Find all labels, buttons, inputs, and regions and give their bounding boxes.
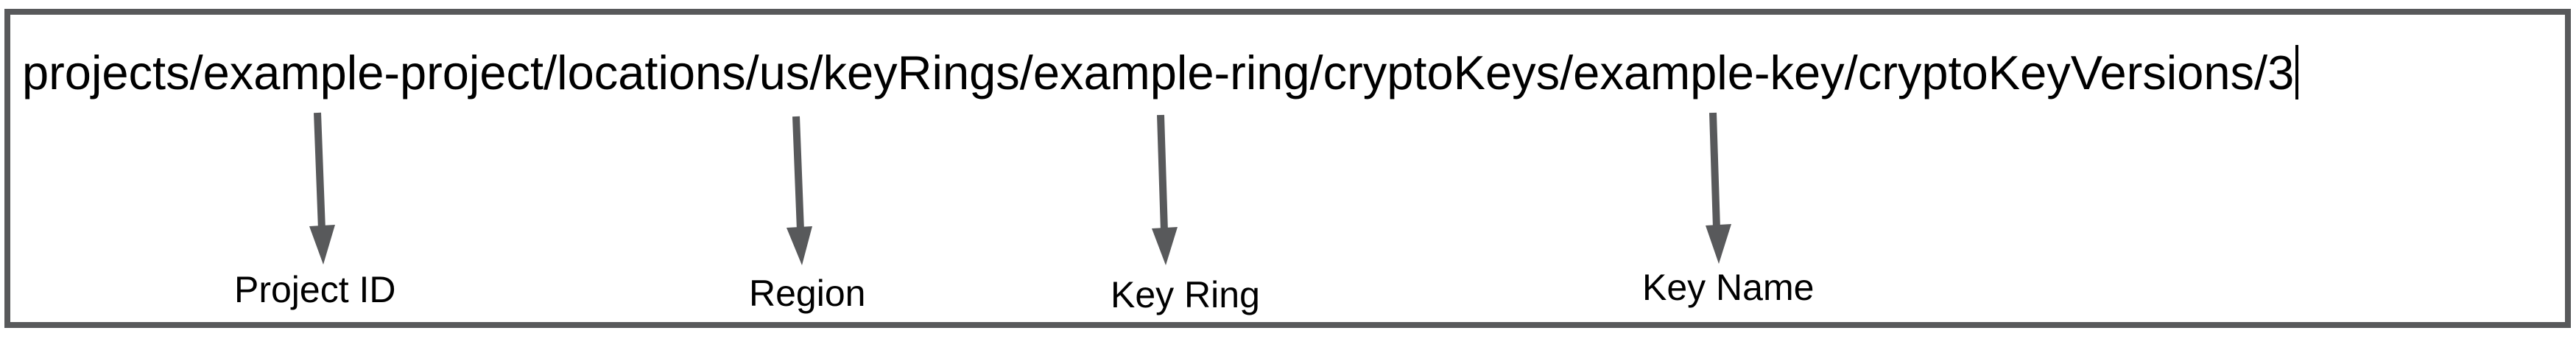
key-ring-label: Key Ring xyxy=(1111,274,1260,315)
resource-path-text: projects/example-project/locations/us/ke… xyxy=(22,46,2295,99)
path-input-box[interactable] xyxy=(4,9,2571,328)
key-name-label: Key Name xyxy=(1642,267,1815,308)
text-cursor-icon xyxy=(2295,45,2299,99)
project-id-label: Project ID xyxy=(234,269,396,310)
region-label: Region xyxy=(749,273,866,314)
resource-path-field[interactable]: projects/example-project/locations/us/ke… xyxy=(22,45,2299,99)
